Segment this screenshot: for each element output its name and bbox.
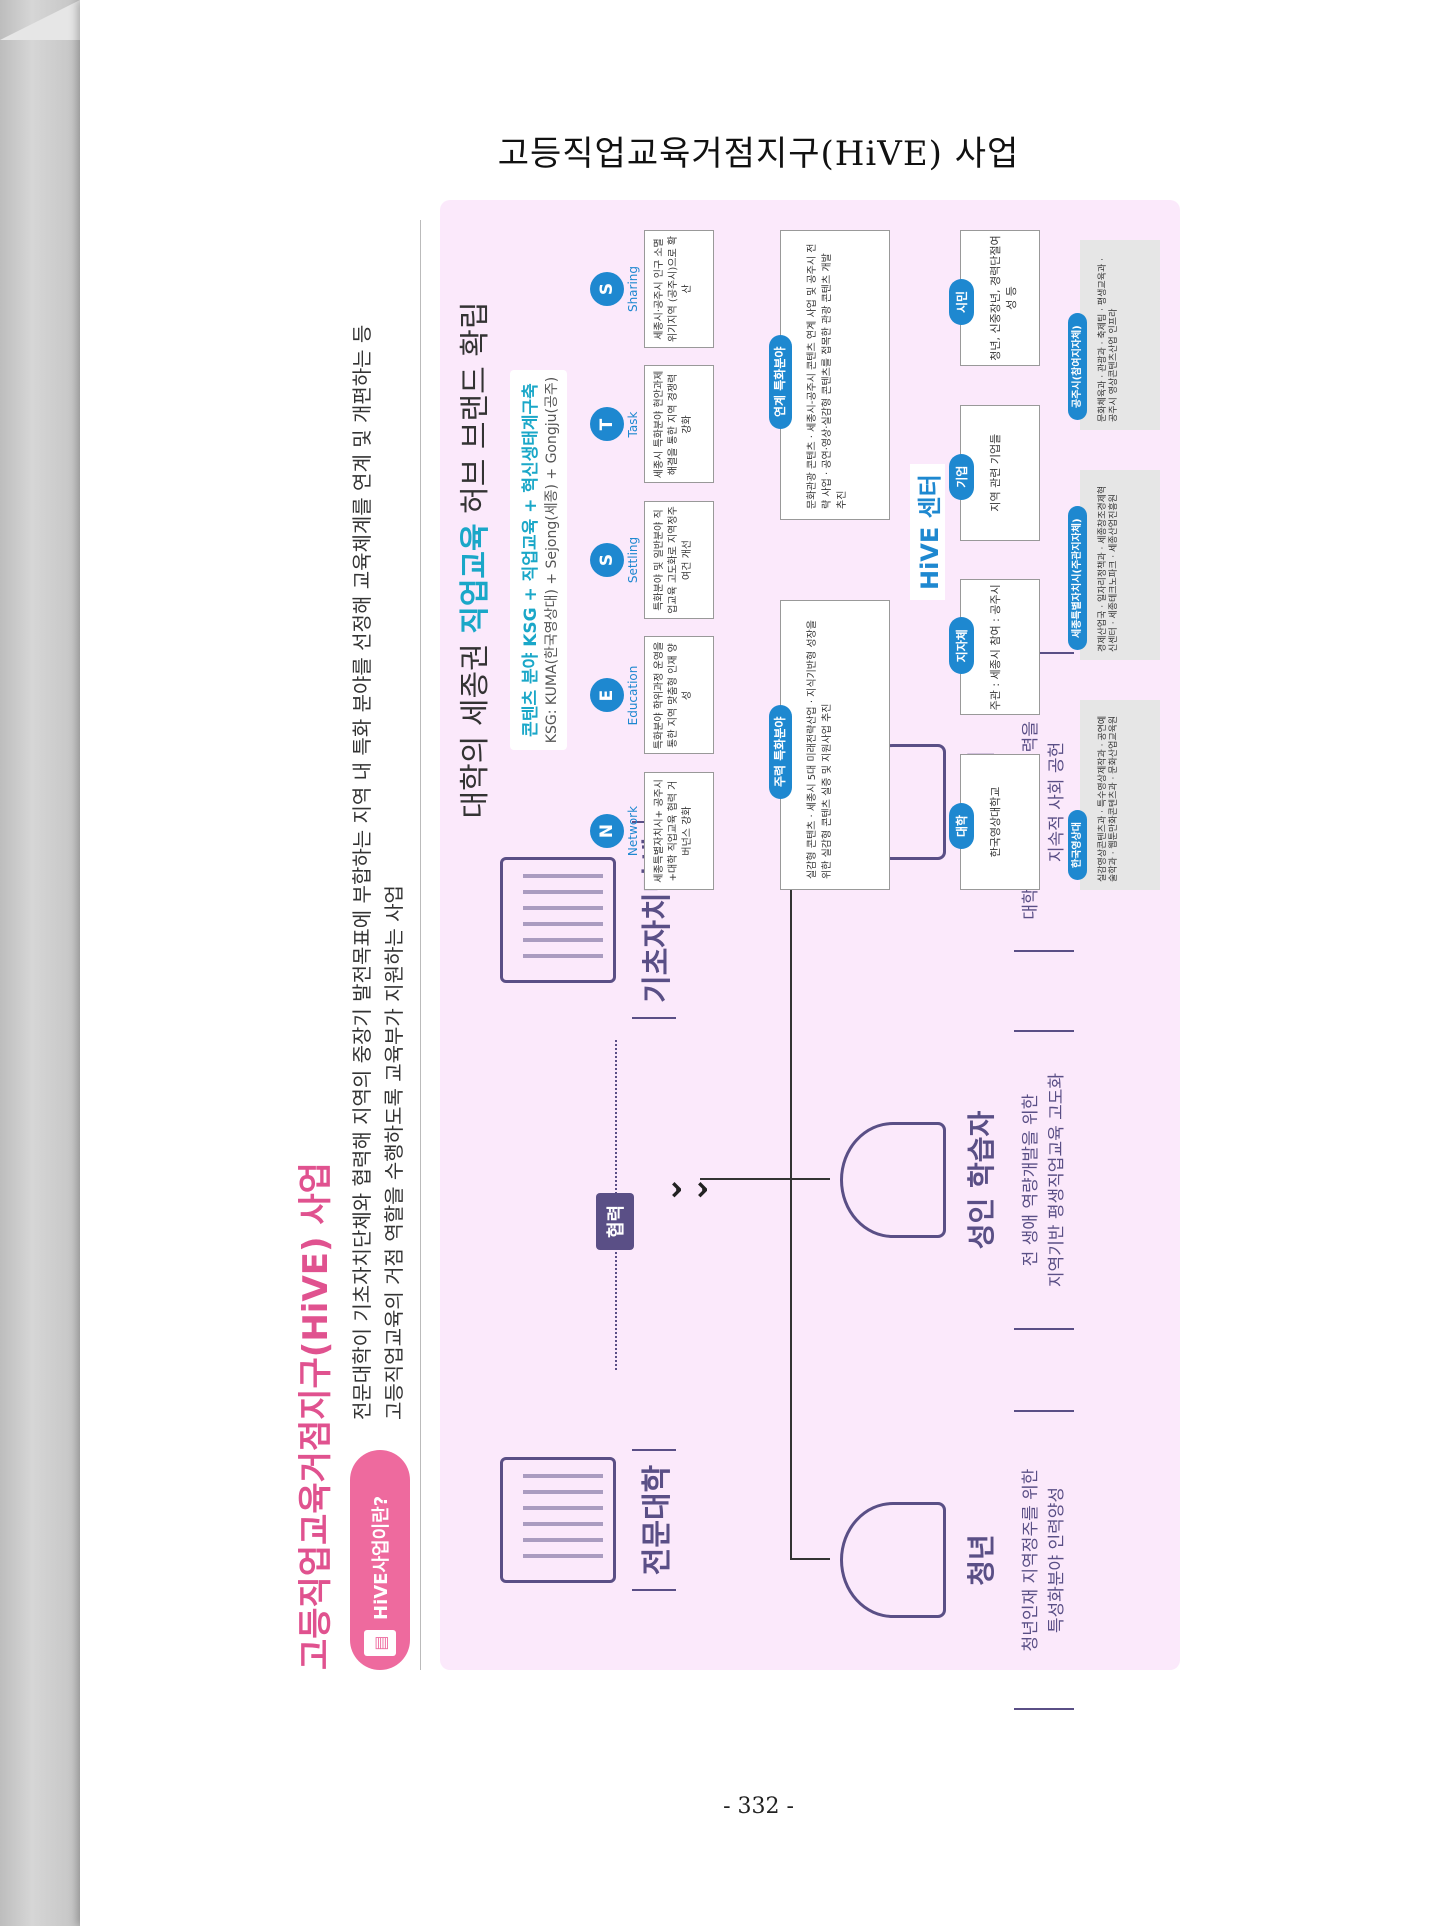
nest-letter: E <box>590 678 624 713</box>
hive-center-label: HiVE 센터 <box>910 464 945 600</box>
member-text: 지역 관련 기업들 <box>989 433 1002 512</box>
linked-field-text: 문화관광 콘텐츠 · 세종시-공주시 콘텐츠 연계 사업 및 공주시 전략 사업… <box>807 243 848 509</box>
detail-box: 한국영상대 실감영상콘텐츠과 · 특수영상제작과 · 공연예술학과 · 웹툰만화… <box>1068 700 1160 890</box>
brand-line-1: 콘텐츠 분야 KSG + 직업교육 + 혁신생태계구축 <box>521 383 541 737</box>
member-text: 주관 : 세종시 참여 : 공주시 <box>989 584 1002 711</box>
nest-name: Sharing <box>626 265 640 313</box>
hub-title-prefix: 대학의 세종권 <box>458 633 493 819</box>
hub-brand-diagram: 대학의 세종권 직업교육 허브 브랜드 확립 콘텐츠 분야 KSG + 직업교육… <box>450 220 1170 900</box>
intro-line-1: 전문대학이 기초자치단체와 협력해 지역의 중장기 발전목표에 부합하는 지역 … <box>350 324 374 1420</box>
diagram-panel: 전문대학 기초자치단체 협력 ⌄ ⌄ 청년 <box>440 200 1180 1710</box>
group-desc-line: 전 생애 역량개발을 위한 <box>1021 1093 1041 1267</box>
detail-box: 공주시(참여지자체) 문화체육과 · 관광과 · 축제팀 · 평생교육과 · 공… <box>1068 240 1160 430</box>
group-title: 성인 학습자 <box>965 1110 998 1250</box>
nest-name: Task <box>626 411 640 438</box>
group-desc-line: 청년인재 지역정주를 위한 <box>1021 1468 1041 1652</box>
member-label: 대학 <box>949 802 974 849</box>
group-youth: 청년 청년인재 지역정주를 위한 특성화분야 인력양성 <box>840 1410 1074 1710</box>
rotated-content: 고등직업교육거점지구(HiVE) 사업 ▤ HiVE사업이란? 전문대학이 기초… <box>280 200 1280 1710</box>
nest-text: 세종시·공주시 인구 소멸 위기지역 (공주시)으로 확산 <box>644 230 714 348</box>
group-desc: 전 생애 역량개발을 위한 지역기반 평생직업교육 고도화 <box>1014 1030 1074 1330</box>
nest-letter: S <box>590 272 624 306</box>
nest-item: N Network 세종특별자치시+ 공주시+대학 직업교육 협력 거버넌스 강… <box>590 772 714 890</box>
hub-title: 대학의 세종권 직업교육 허브 브랜드 확립 <box>450 220 494 900</box>
detail-text: 문화체육과 · 관광과 · 축제팀 · 평생교육과 · 공주시 영상콘텐츠산업 … <box>1098 258 1119 422</box>
main-field-label: 주력 특화분야 <box>769 704 792 799</box>
member-label: 시민 <box>949 278 974 326</box>
pill-label: HiVE사업이란? <box>371 1495 392 1620</box>
detail-text: 실감영상콘텐츠과 · 특수영상제작과 · 공연예술학과 · 웹툰만화콘텐츠과 ·… <box>1098 715 1119 882</box>
tree-connector <box>700 1178 790 1180</box>
nest-text: 특화분야 학위과정 운영을 통한 지역 맞춤형 인재 양성 <box>644 636 714 755</box>
member-box: 시민 청년, 신중장년, 경력단절여성 등 <box>949 230 1040 367</box>
college-building-icon <box>500 1457 616 1583</box>
nest-item: E Education 특화분야 학위과정 운영을 통한 지역 맞춤형 인재 양… <box>590 636 714 755</box>
page-number: - 332 - <box>723 1794 794 1819</box>
graduate-icon <box>840 1122 946 1238</box>
members-row: 대학 한국영상대학교 지자체 주관 : 세종시 참여 : 공주시 기업 지역 관… <box>949 230 1040 890</box>
nest-letter: T <box>590 407 624 442</box>
nest-item: S Sharing 세종시·공주시 인구 소멸 위기지역 (공주시)으로 확산 <box>590 230 714 348</box>
section-title: 고등직업교육거점지구(HiVE) 사업 <box>296 1162 336 1670</box>
detail-label: 공주시(참여지자체) <box>1068 313 1087 420</box>
tree-drop-2 <box>790 1178 830 1180</box>
book-spine <box>0 0 80 1926</box>
detail-box: 세종특별자치시(주관지자체) 경제산업국 · 일자리정책과 · 세종창조경제혁신… <box>1068 470 1160 660</box>
linked-field-label: 연계 특화분야 <box>769 334 792 429</box>
member-box: 대학 한국영상대학교 <box>949 754 1040 890</box>
nest-text: 특화분야 및 일반분야 직업교육 고도화로 지역정주여건 개선 <box>644 501 714 619</box>
people-icon <box>840 1502 946 1618</box>
intro-line-2: 고등직업교육의 거점 역할을 수행하도록 교육부가 지원하는 사업 <box>382 885 406 1420</box>
detail-label: 한국영상대 <box>1068 810 1087 880</box>
hive-intro-pill: ▤ HiVE사업이란? <box>350 1450 410 1670</box>
divider <box>420 220 421 1670</box>
member-label: 기업 <box>949 453 974 500</box>
nest-name: Settling <box>626 536 640 584</box>
member-text: 한국영상대학교 <box>989 786 1002 858</box>
nest-item: T Task 세종시 특화분야 현안과제 해결을 통한 지역 경쟁력 강화 <box>590 365 714 484</box>
group-desc-line: 특성화분야 인력양성 <box>1047 1486 1067 1634</box>
org-college: 전문대학 <box>500 1410 676 1630</box>
nest-name: Education <box>626 665 640 726</box>
member-box: 지자체 주관 : 세종시 참여 : 공주시 <box>949 579 1040 716</box>
nest-item: S Settling 특화분야 및 일반분야 직업교육 고도화로 지역정주여건 … <box>590 501 714 619</box>
nests-row: N Network 세종특별자치시+ 공주시+대학 직업교육 협력 거버넌스 강… <box>590 230 714 890</box>
linked-field-box: 연계 특화분야 문화관광 콘텐츠 · 세종시-공주시 콘텐츠 연계 사업 및 공… <box>769 230 890 520</box>
group-desc: 청년인재 지역정주를 위한 특성화분야 인력양성 <box>1014 1410 1074 1710</box>
page-title: 고등직업교육거점지구(HiVE) 사업 <box>497 134 1020 174</box>
document-page: 고등직업교육거점지구(HiVE) 사업 고등직업교육거점지구(HiVE) 사업 … <box>80 0 1437 1926</box>
main-field-box: 주력 특화분야 실감형 콘텐츠 · 세종시 5대 미래전략산업 · 지식기반형 … <box>769 600 890 890</box>
brand-line-2: KSG: KUMA(한국영상대) + Sejong(세종) + Gongju(공… <box>544 376 560 744</box>
group-title: 청년 <box>965 1534 998 1586</box>
detail-text: 경제산업국 · 일자리정책과 · 세종창조경제혁신센터 · 세종테크노파크 · … <box>1098 485 1119 652</box>
member-text: 청년, 신중장년, 경력단절여성 등 <box>989 235 1018 361</box>
nest-name: Network <box>626 805 640 857</box>
nest-letter: N <box>590 814 624 848</box>
tree-branch <box>790 800 792 1560</box>
detail-label: 세종특별자치시(주관지자체) <box>1068 506 1087 650</box>
nest-text: 세종시 특화분야 현안과제 해결을 통한 지역 경쟁력 강화 <box>644 365 714 484</box>
hub-title-suffix: 허브 브랜드 확립 <box>458 301 493 524</box>
nest-text: 세종특별자치시+ 공주시+대학 직업교육 협력 거버넌스 강화 <box>644 772 714 890</box>
nest-letter: S <box>590 543 624 577</box>
cooperation-badge: 협력 <box>596 1192 634 1250</box>
member-box: 기업 지역 관련 기업들 <box>949 404 1040 541</box>
brand-box: 콘텐츠 분야 KSG + 직업교육 + 혁신생태계구축 KSG: KUMA(한국… <box>510 370 567 750</box>
document-icon: ▤ <box>364 1630 396 1656</box>
main-field-text: 실감형 콘텐츠 · 세종시 5대 미래전략산업 · 지식기반형 성장을 위한 실… <box>807 620 833 879</box>
tree-drop-1 <box>790 1558 830 1560</box>
org-college-label: 전문대학 <box>632 1448 676 1592</box>
member-label: 지자체 <box>949 617 974 675</box>
group-adult-learner: 성인 학습자 전 생애 역량개발을 위한 지역기반 평생직업교육 고도화 <box>840 1030 1074 1330</box>
group-desc-line: 지역기반 평생직업교육 고도화 <box>1047 1072 1067 1288</box>
hub-title-highlight: 직업교육 <box>458 523 493 634</box>
intro-text: 전문대학이 기초자치단체와 협력해 지역의 중장기 발전목표에 부합하는 지역 … <box>346 220 410 1420</box>
